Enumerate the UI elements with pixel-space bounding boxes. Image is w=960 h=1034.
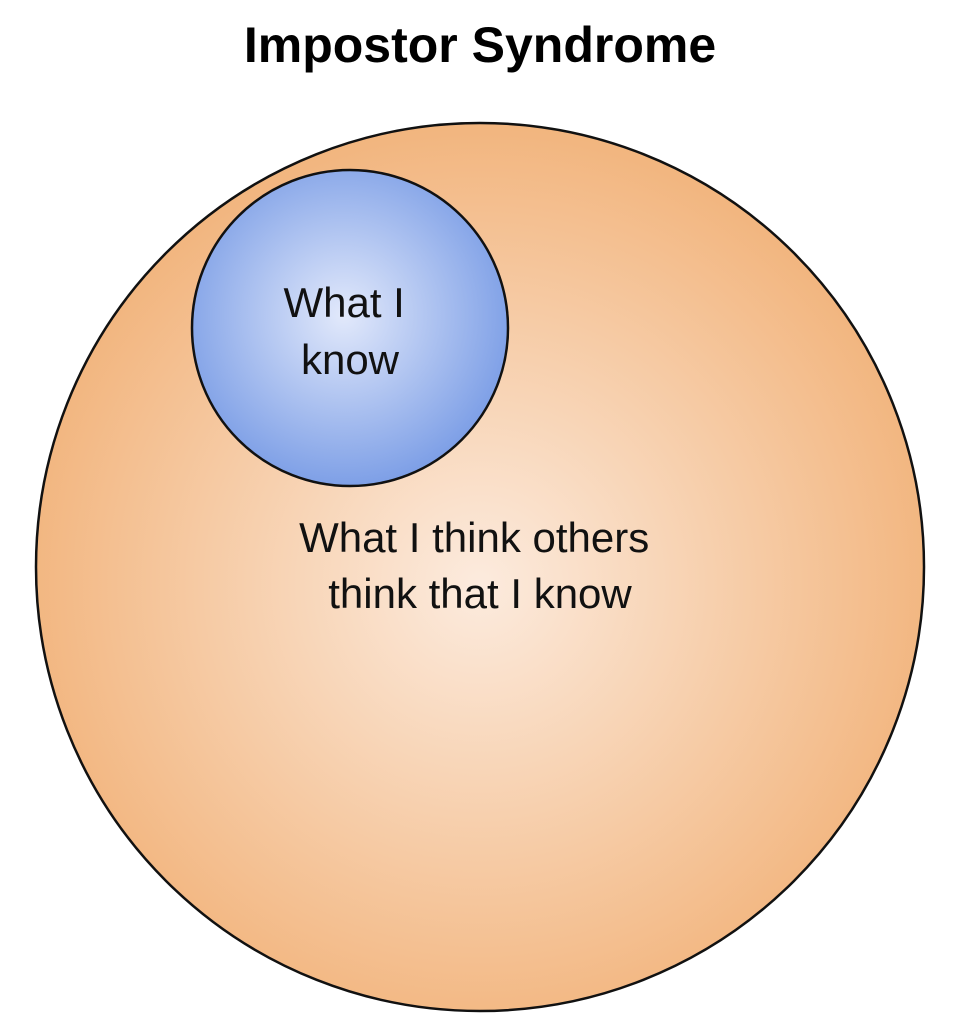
diagram-title: Impostor Syndrome: [243, 17, 717, 73]
inner-circle: [190, 168, 510, 488]
inner-label-line1: What I: [283, 279, 404, 326]
inner-circle-label: What I know: [283, 279, 416, 383]
outer-label-line1: What I think others: [299, 514, 649, 561]
outer-label-line2: think that I know: [328, 570, 632, 617]
outer-circle-label: What I think others think that I know: [299, 514, 661, 617]
inner-label-line2: know: [301, 336, 400, 383]
